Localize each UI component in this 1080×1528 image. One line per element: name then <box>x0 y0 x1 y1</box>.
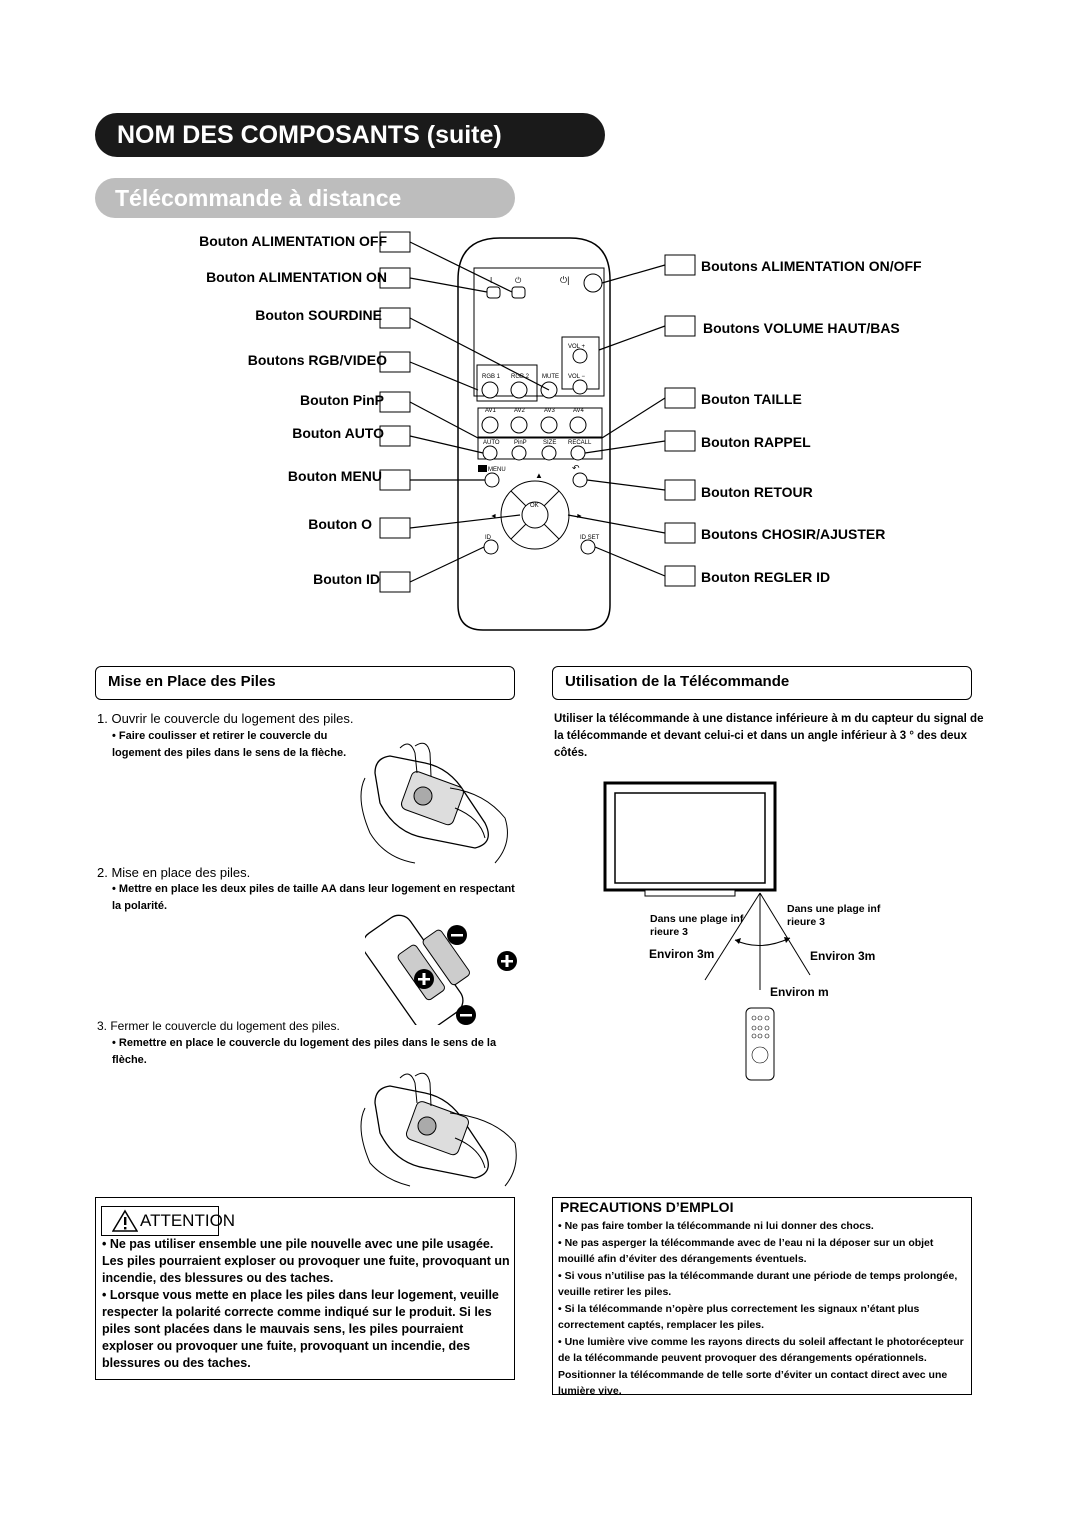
precaution-item: • Une lumière vive comme les rayons dire… <box>558 1335 964 1398</box>
svg-text:AV1: AV1 <box>485 408 497 414</box>
section-title: NOM DES COMPOSANTS (suite) <box>95 113 605 157</box>
svg-text:ID SET: ID SET <box>580 535 600 541</box>
label-pinp: Bouton PinP <box>300 392 384 408</box>
attention-badge: ATTENTION <box>101 1206 235 1236</box>
step2-bullet: • Mettre en place les deux piles de tail… <box>112 883 515 912</box>
precautions-box <box>552 1197 972 1395</box>
vol-up-button <box>572 348 588 364</box>
rgb2-button <box>510 381 528 399</box>
attention-box <box>95 1197 515 1380</box>
menu-button <box>484 472 500 488</box>
av4-button <box>569 416 587 434</box>
precaution-item: • Si vous n’utilise pas la télécommande … <box>558 1269 958 1299</box>
hand-open-cover-illustration <box>360 742 508 864</box>
return-button <box>572 472 588 488</box>
label-return: Bouton RETOUR <box>701 484 813 500</box>
step3-bullet: • Remettre en place le couvercle du loge… <box>112 1037 497 1066</box>
label-set-id: Bouton REGLER ID <box>701 569 831 585</box>
av2-button <box>510 416 528 434</box>
label-menu: Bouton MENU <box>287 468 382 484</box>
label-choose-adjust: Boutons CHOSIR/AJUSTER <box>701 526 886 542</box>
label-mute: Bouton SOURDINE <box>255 307 382 323</box>
id-button <box>483 539 499 555</box>
step3-title: 3. Fermer le couvercle du logement des p… <box>97 1019 340 1033</box>
auto-button <box>482 445 498 461</box>
remote-diagram: I ⏻ ⏻| VOL + VOL − RGB 1 RGB 2 MUTE AV1 … <box>379 231 696 631</box>
range-left: Dans une plage inf rieure 3 <box>650 913 744 938</box>
usage-heading: Utilisation de la Télécommande <box>552 666 972 700</box>
size-button <box>541 445 557 461</box>
svg-text:⏻: ⏻ <box>515 276 522 285</box>
svg-text:VOL −: VOL − <box>568 374 585 380</box>
rgb1-button <box>481 381 499 399</box>
svg-text:PinP: PinP <box>514 440 527 446</box>
battery-insert-illustration <box>365 914 517 1025</box>
svg-text:AUTO: AUTO <box>483 440 500 446</box>
svg-text:↶: ↶ <box>572 463 580 473</box>
power-off-button <box>486 286 501 299</box>
svg-text:AV3: AV3 <box>544 408 556 414</box>
attention-item-2: • Lorsque vous mette en place les piles … <box>102 1288 499 1370</box>
av3-button <box>540 416 558 434</box>
svg-text:RGB 2: RGB 2 <box>511 374 530 380</box>
svg-text:ID: ID <box>485 535 492 541</box>
svg-text:▲: ▲ <box>535 471 543 480</box>
off-key-label: I <box>490 276 492 285</box>
step1-title: 1. Ouvrir le couvercle du logement des p… <box>97 711 354 726</box>
hand-close-cover-illustration <box>360 1072 517 1187</box>
label-power-off: Bouton ALIMENTATION OFF <box>199 233 387 249</box>
idset-button <box>580 539 596 555</box>
attention-item-1: • Ne pas utiliser ensemble une pile nouv… <box>102 1237 510 1285</box>
svg-text:AV2: AV2 <box>514 408 526 414</box>
subsection-title: Télécommande à distance <box>95 178 515 218</box>
svg-text:MUTE: MUTE <box>542 374 559 380</box>
recall-button <box>570 445 586 461</box>
svg-text:AV4: AV4 <box>573 408 585 414</box>
label-recall: Bouton RAPPEL <box>701 434 811 450</box>
label-volume: Boutons VOLUME HAUT/BAS <box>703 320 900 336</box>
power-on-button <box>511 286 526 299</box>
distance-center: Environ m <box>770 985 829 999</box>
svg-text:◄: ◄ <box>490 513 497 520</box>
precautions-list: • Ne pas faire tomber la télécommande ni… <box>558 1218 970 1400</box>
warning-icon <box>112 1209 138 1232</box>
usage-diagram <box>603 781 811 1081</box>
label-rgb-video: Boutons RGB/VIDEO <box>247 352 387 368</box>
svg-text:VOL +: VOL + <box>568 344 585 350</box>
label-o: Bouton O <box>308 516 372 532</box>
label-size: Bouton TAILLE <box>701 391 802 407</box>
svg-text:MENU: MENU <box>488 467 506 473</box>
pinp-button <box>511 445 527 461</box>
distance-left: Environ 3m <box>649 947 715 961</box>
remote-panel <box>473 267 605 397</box>
label-power-on: Bouton ALIMENTATION ON <box>206 269 387 285</box>
label-id: Bouton ID <box>313 571 380 587</box>
power-onoff-button <box>583 273 603 293</box>
svg-text:⏻|: ⏻| <box>560 275 569 285</box>
remote-body <box>457 237 611 631</box>
precaution-item: • Ne pas faire tomber la télécommande ni… <box>558 1220 874 1232</box>
svg-text:►: ► <box>576 513 583 520</box>
av1-button <box>481 416 499 434</box>
distance-right: Environ 3m <box>810 949 876 963</box>
svg-text:OK: OK <box>530 503 539 509</box>
batteries-heading: Mise en Place des Piles <box>95 666 515 700</box>
precautions-heading: PRECAUTIONS D’EMPLOI <box>560 1199 734 1215</box>
svg-text:RGB 1: RGB 1 <box>482 374 501 380</box>
label-power-onoff: Boutons ALIMENTATION ON/OFF <box>701 258 922 274</box>
step2-title: 2. Mise en place des piles. <box>97 865 251 880</box>
svg-text:RECALL: RECALL <box>568 440 592 446</box>
step1-bullet: • Faire coulisser et retirer le couvercl… <box>112 730 347 759</box>
range-right: Dans une plage inf rieure 3 <box>787 903 881 928</box>
usage-text: Utiliser la télécommande à une distance … <box>554 713 984 759</box>
precaution-item: • Si la télécommande n’opère plus correc… <box>558 1302 920 1332</box>
svg-text:SIZE: SIZE <box>543 440 556 446</box>
precaution-item: • Ne pas asperger la télécommande avec d… <box>558 1236 934 1266</box>
label-auto: Bouton AUTO <box>292 425 384 441</box>
monitor-screen <box>614 792 766 884</box>
ok-button <box>521 501 549 529</box>
vol-down-button <box>572 379 588 395</box>
